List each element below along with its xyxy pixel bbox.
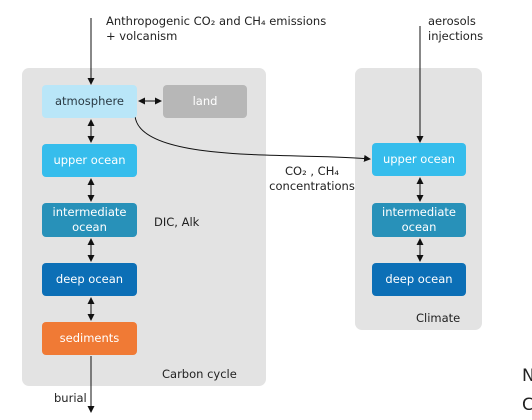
atmosphere-box: atmosphere bbox=[42, 85, 137, 118]
burial-label: burial bbox=[54, 391, 87, 405]
dic-alk-label: DIC, Alk bbox=[154, 215, 200, 229]
climate-upper-ocean-box: upper ocean bbox=[372, 143, 466, 176]
climate-deep-ocean-box: deep ocean bbox=[372, 263, 466, 296]
climate-intermediate-ocean-box: intermediate ocean bbox=[372, 203, 466, 237]
emissions-label: Anthropogenic CO₂ and CH₄ emissions + vo… bbox=[106, 14, 327, 43]
sediments-box: sediments bbox=[42, 322, 137, 355]
carbon-upper-ocean-box: upper ocean bbox=[42, 144, 137, 177]
carbon-cycle-title: Carbon cycle bbox=[162, 367, 237, 381]
climate-title: Climate bbox=[416, 311, 461, 325]
land-box: land bbox=[163, 85, 247, 118]
carbon-deep-ocean-box: deep ocean bbox=[42, 263, 137, 296]
clipped-edge-text: N C bbox=[522, 366, 532, 415]
aerosols-label: aerosols injections bbox=[428, 14, 484, 43]
carbon-intermediate-ocean-box: intermediate ocean bbox=[42, 203, 137, 237]
concentrations-label: CO₂ , CH₄ concentrations bbox=[269, 164, 355, 193]
concentrations-arrow bbox=[134, 115, 371, 162]
